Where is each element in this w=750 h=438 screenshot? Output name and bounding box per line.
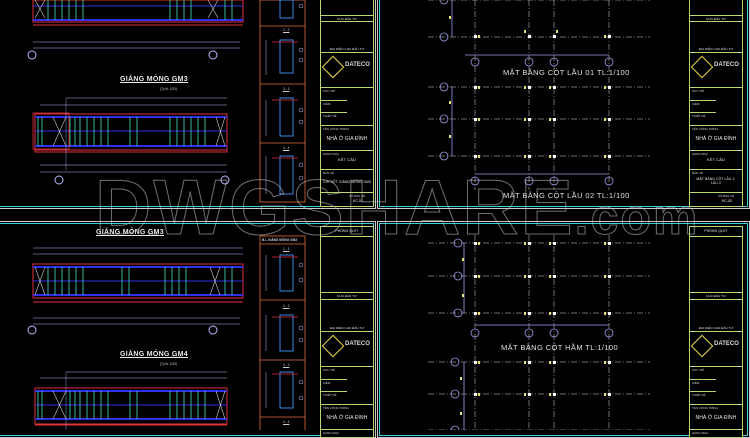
company-name: DATECO bbox=[714, 341, 739, 347]
category-name: KẾT CẤU bbox=[707, 157, 725, 162]
beam-subtitle-gm3: (Tỷ lệ: 1/20) bbox=[160, 87, 178, 91]
plan-title-lau-02: MẶT BẰNG CỘT LẦU 02 TL:1/100 bbox=[503, 191, 630, 200]
role-2: KIỂM bbox=[692, 381, 700, 385]
drawing-name: CHI TIẾT GIẰNG MÓNG GM3 bbox=[323, 180, 371, 184]
section-header: B.L GIẰNG MÓNG GM3 bbox=[262, 238, 298, 242]
section-label-4: 4 - 4 bbox=[283, 420, 290, 424]
role-3: THIẾT KẾ bbox=[692, 114, 706, 118]
watermark-main: DWGSHARE bbox=[95, 163, 575, 251]
drawing-name: MẶT BẰNG CỘT LẦU 1, LẦU 2 bbox=[696, 177, 736, 185]
project-name: NHÀ Ở GIA ĐÌNH bbox=[695, 415, 737, 421]
section-label-4: 4 - 4 bbox=[283, 146, 290, 150]
beam-scale-gm4: TL:1:20 bbox=[171, 355, 182, 359]
consultant-label: ĐẠI DIỆN CHỦ ĐẦU TƯ bbox=[329, 47, 365, 51]
project-name: NHÀ Ở GIA ĐÌNH bbox=[695, 136, 737, 142]
project-name: NHÀ Ở GIA ĐÌNH bbox=[326, 415, 368, 421]
beam-subtitle-gm4: (Tỷ lệ: 1/20) bbox=[160, 362, 178, 366]
department-header: PHÒNG QLKT bbox=[335, 229, 359, 233]
project-label: TÊN CÔNG TRÌNH bbox=[692, 127, 718, 131]
project-label: TÊN CÔNG TRÌNH bbox=[323, 127, 349, 131]
category-label: HẠNG MỤC bbox=[323, 152, 340, 156]
category-label: HẠNG MỤC bbox=[323, 431, 340, 435]
dateco-logo-icon bbox=[690, 334, 714, 358]
company-name: DATECO bbox=[714, 62, 739, 68]
title-block-bottom-left: PHÒNG QLKT CHỦ ĐẦU TƯ ĐẠI DIỆN CHỦ ĐẦU T… bbox=[320, 226, 374, 438]
watermark: DWGSHARE.com bbox=[95, 168, 700, 247]
role-1: CHỦ TRÌ bbox=[692, 368, 705, 372]
category-label: HẠNG MỤC bbox=[692, 152, 709, 156]
section-column-top-left bbox=[259, 0, 306, 203]
beam-title-gm3: GIẰNG MÓNG GM3 bbox=[120, 76, 188, 83]
section-label-1: 1 - 1 bbox=[283, 247, 290, 251]
company-name: DATECO bbox=[345, 62, 370, 68]
section-label-2: 2 - 2 bbox=[283, 28, 290, 32]
role-1: CHỦ TRÌ bbox=[323, 368, 336, 372]
role-3: THIẾT KẾ bbox=[323, 393, 337, 397]
section-label-2: 2 - 2 bbox=[283, 304, 290, 308]
role-2: KIỂM bbox=[323, 381, 331, 385]
beam-title-gm3-b: GIẰNG MÓNG GM3 bbox=[96, 229, 164, 236]
beam-gm3-elevation bbox=[32, 97, 230, 185]
sheet-no-label: SỐ BẢN VẼ bbox=[349, 194, 366, 198]
drawing-label: BẢN VẼ bbox=[323, 171, 335, 175]
beam-gm4-elevation bbox=[34, 371, 228, 430]
project-name: NHÀ Ở GIA ĐÌNH bbox=[326, 136, 368, 142]
sheet-no: KC-01 bbox=[353, 199, 363, 203]
consultant-label: ĐẠI DIỆN CHỦ ĐẦU TƯ bbox=[698, 47, 734, 51]
department-header: PHÒNG QLKT bbox=[704, 229, 728, 233]
plan-title-ham: MẶT BẰNG CỘT HẦM TL:1/100 bbox=[501, 343, 619, 352]
role-1: CHỦ TRÌ bbox=[692, 89, 705, 93]
beam-scale-gm3: TL:1:20 bbox=[171, 80, 182, 84]
section-label-3: 3 - 3 bbox=[283, 87, 290, 91]
sheet-no: KC-02 bbox=[722, 199, 732, 203]
approval-label: CHỦ ĐẦU TƯ bbox=[706, 294, 726, 298]
section-column-bottom-left bbox=[259, 235, 306, 430]
role-1: CHỦ TRÌ bbox=[323, 89, 336, 93]
beam-title-gm4: GIẰNG MÓNG GM4 bbox=[120, 351, 188, 358]
consultant-label: ĐẠI DIỆN CHỦ ĐẦU TƯ bbox=[329, 326, 365, 330]
role-3: THIẾT KẾ bbox=[323, 114, 337, 118]
title-block-top-right: CHỦ ĐẦU TƯ ĐẠI DIỆN CHỦ ĐẦU TƯ DATECO CH… bbox=[689, 0, 743, 207]
beam-gm3-elevation-b bbox=[27, 247, 244, 335]
company-name: DATECO bbox=[345, 341, 370, 347]
watermark-suffix: .com bbox=[574, 189, 700, 245]
drawing-label: BẢN VẼ bbox=[692, 171, 704, 175]
title-block-top-left: CHỦ ĐẦU TƯ ĐẠI DIỆN CHỦ ĐẦU TƯ DATECO CH… bbox=[320, 0, 374, 207]
approval-label: CHỦ ĐẦU TƯ bbox=[337, 294, 357, 298]
role-3: THIẾT KẾ bbox=[692, 393, 706, 397]
role-2: KIỂM bbox=[692, 102, 700, 106]
sheet-no-label: SỐ BẢN VẼ bbox=[718, 194, 735, 198]
category-name: KẾT CẤU bbox=[338, 157, 356, 162]
project-label: TÊN CÔNG TRÌNH bbox=[692, 406, 718, 410]
plan-title-lau-01: MẶT BẰNG CỘT LẦU 01 TL:1/100 bbox=[503, 68, 630, 77]
section-label-3: 3 - 3 bbox=[283, 363, 290, 367]
category-label: HẠNG MỤC bbox=[692, 431, 709, 435]
consultant-label: ĐẠI DIỆN CHỦ ĐẦU TƯ bbox=[698, 326, 734, 330]
beam-scale-gm3-b: TL:1:20 bbox=[147, 232, 158, 236]
approval-label: CHỦ ĐẦU TƯ bbox=[706, 17, 726, 21]
approval-label: CHỦ ĐẦU TƯ bbox=[337, 17, 357, 21]
project-label: TÊN CÔNG TRÌNH bbox=[323, 406, 349, 410]
role-2: KIỂM bbox=[323, 102, 331, 106]
beam-gm2-elevation bbox=[27, 0, 244, 60]
sheet-top-left bbox=[0, 0, 376, 209]
title-block-bottom-right: PHÒNG QLKT CHỦ ĐẦU TƯ ĐẠI DIỆN CHỦ ĐẦU T… bbox=[689, 226, 743, 438]
